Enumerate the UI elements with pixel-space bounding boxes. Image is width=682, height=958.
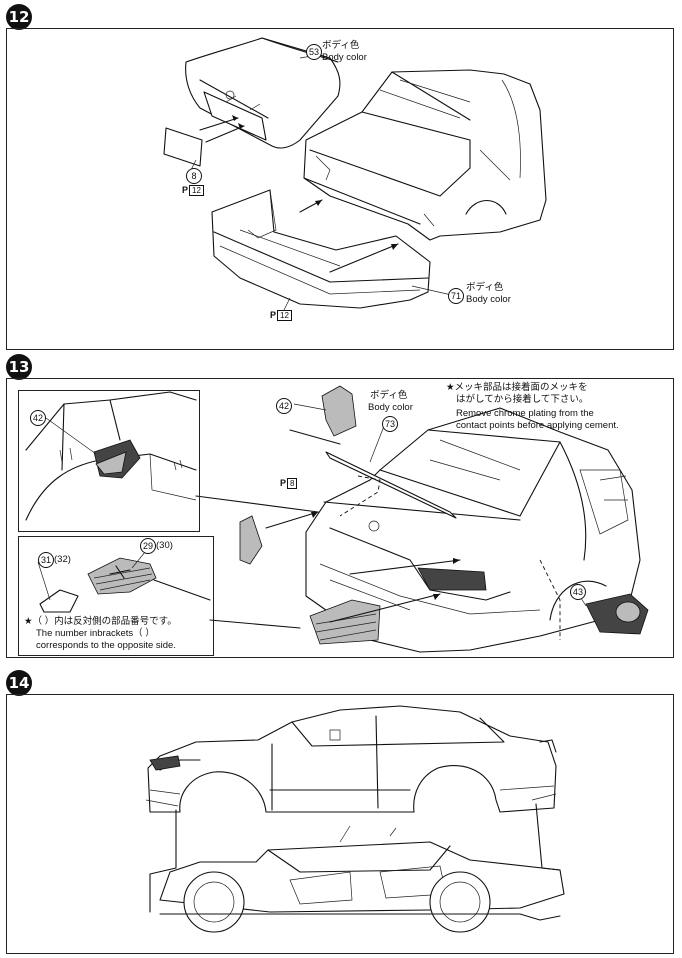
bumper-body-color-jp: ボディ色 — [466, 282, 504, 293]
step-14-badge: 14 — [6, 670, 32, 696]
spoiler-body-color-jp: ボディ色 — [370, 390, 408, 401]
part-43-label: 43 — [570, 584, 586, 600]
chassis-interior — [159, 825, 565, 933]
big-taillight-part — [309, 599, 381, 645]
license-plate-part — [163, 127, 203, 167]
spoiler-body-color-en: Body color — [368, 402, 413, 413]
step-13-badge: 13 — [6, 354, 32, 380]
plate-arrow-lines — [199, 117, 245, 143]
trunk-body-color-en: Body color — [322, 52, 367, 63]
chrome-note-jp-1: ★メッキ部品は接着面のメッキを — [446, 382, 588, 393]
spoiler-part — [325, 451, 457, 519]
bumper-body-color-en: Body color — [466, 294, 511, 305]
step-12-badge: 12 — [6, 4, 32, 30]
taillight-parts-inset — [39, 557, 157, 613]
part-53-label: 53 — [306, 44, 322, 60]
side-marker-left-part — [239, 515, 263, 565]
part-73-label: 73 — [382, 416, 398, 432]
part-32-label: (32) — [54, 554, 71, 565]
part-71-label: 71 — [448, 288, 464, 304]
bracket-note-en-2: corresponds to the opposite side. — [36, 640, 176, 651]
part-31-label: 31 — [38, 552, 54, 568]
trunk-lid-part — [185, 37, 341, 149]
rear-body-shell — [303, 69, 547, 241]
exhaust-part — [585, 593, 649, 635]
part-29-label: 29 — [140, 538, 156, 554]
chrome-note-jp-2: はがしてから接着して下さい。 — [456, 394, 589, 405]
bracket-note-en-1: The number inbrackets（ ） — [36, 628, 155, 639]
attach-line-right — [535, 803, 561, 871]
part-30-label: (30) — [156, 540, 173, 551]
inset-part-42-label: 42 — [30, 410, 46, 426]
full-car-body — [147, 705, 557, 813]
reverse-lens-part — [321, 385, 357, 437]
attach-line-left — [149, 809, 177, 913]
part-42-label: 42 — [276, 398, 292, 414]
taillight-closeup-inset — [25, 391, 197, 521]
bracket-note-jp: ★（ ）内は反対側の部品番号です。 — [24, 616, 177, 627]
part-8-label: 8 — [186, 168, 202, 184]
trunk-body-color-jp: ボディ色 — [322, 40, 360, 51]
rear-bumper-part — [211, 189, 431, 309]
chrome-note-en-2: contact points before applying cement. — [456, 420, 619, 431]
chrome-note-en-1: Remove chrome plating from the — [456, 408, 594, 419]
rear-car-body-13 — [305, 407, 641, 653]
step13-arrows — [265, 511, 461, 623]
